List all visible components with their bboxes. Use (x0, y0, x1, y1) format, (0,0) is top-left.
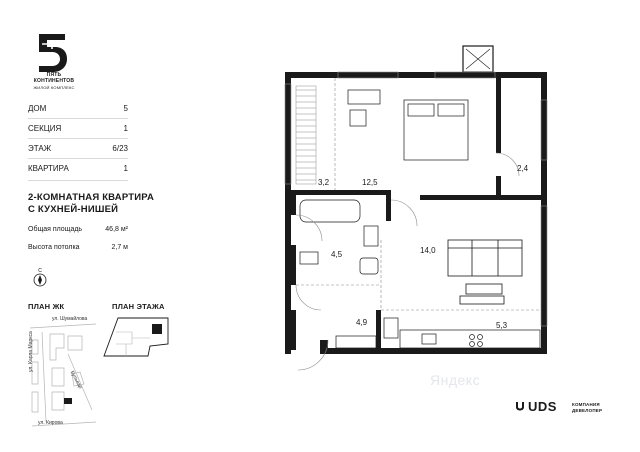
floor-plan-walls (285, 72, 547, 354)
kitchen-fixtures (335, 317, 541, 349)
complex-logo (22, 30, 82, 90)
apartment-title: 2-КОМНАТНАЯ КВАРТИРА С КУХНЕЙ-НИШЕЙ (28, 192, 154, 216)
watermark: Яндекс (430, 372, 481, 388)
developer-subtitle-line2: ДЕВЕЛОПЕР (572, 408, 603, 413)
divider (28, 118, 128, 119)
bathroom-fixtures (299, 199, 379, 275)
bedroom-furniture (347, 89, 469, 161)
divider (28, 138, 128, 139)
building-marker (64, 398, 72, 404)
spec-row-house: ДОМ 5 (28, 104, 128, 113)
spec-value: 5 (123, 104, 128, 113)
developer-subtitle-line1: КОМПАНИЯ (572, 402, 600, 407)
spec-label: КВАРТИРА (28, 164, 69, 173)
apartment-marker (152, 324, 162, 334)
wardrobe (295, 85, 317, 185)
room-area-label: 2,4 (517, 164, 529, 173)
door-swings (295, 152, 520, 371)
spec-label: ЭТАЖ (28, 144, 52, 153)
divider (28, 180, 128, 181)
street-label: ул. Шумайлова (52, 316, 88, 322)
room-area-label: 3,2 (318, 178, 330, 187)
total-area-label: Общая площадь (28, 226, 83, 233)
spec-label: СЕКЦИЯ (28, 124, 62, 133)
complex-name-line1: ПЯТЬ (46, 72, 62, 78)
site-plan-label: ПЛАН ЖК (28, 302, 65, 311)
compass-letter: С (38, 268, 42, 274)
floor-plan-label: ПЛАН ЭТАЖА (112, 302, 165, 311)
complex-name-line3: ЖИЛОЙ КОМПЛЕКС (33, 85, 75, 90)
complex-name-line2: КОНТИНЕНТОВ (33, 78, 75, 84)
site-plan-map (29, 323, 97, 427)
ceiling-height-label: Высота потолка (28, 244, 80, 251)
street-label: ул. Карла Маркса (28, 331, 34, 372)
room-area-label: 12,5 (362, 178, 378, 187)
compass: С (30, 268, 50, 288)
ceiling-height-row: Высота потолка 2,7 м (28, 244, 128, 251)
five-continents-logo-icon (39, 34, 67, 72)
spec-row-apartment: КВАРТИРА 1 (28, 164, 128, 173)
room-area-label: 4,9 (356, 318, 368, 327)
spec-value: 1 (123, 164, 128, 173)
room-area-label: 5,3 (496, 321, 508, 330)
spec-row-floor: ЭТАЖ 6/23 (28, 144, 128, 153)
apartment-title-line1: 2-КОМНАТНАЯ КВАРТИРА (28, 192, 155, 203)
spec-value: 6/23 (112, 144, 128, 153)
developer-logo-icon (516, 402, 524, 411)
spec-value: 1 (123, 124, 128, 133)
spec-label: ДОМ (28, 104, 47, 113)
floor-key-plan (103, 317, 169, 357)
apartment-title-line2: С КУХНЕЙ-НИШЕЙ (28, 204, 119, 215)
ceiling-height-value: 2,7 м (111, 244, 129, 251)
room-area-label: 4,5 (331, 250, 343, 259)
developer-name: UDS (528, 399, 557, 414)
spec-row-section: СЕКЦИЯ 1 (28, 124, 128, 133)
divider (28, 158, 128, 159)
total-area-row: Общая площадь 46,8 м² (28, 226, 128, 233)
street-label: ул. Кирова (38, 420, 63, 426)
room-area-label: 14,0 (420, 246, 436, 255)
compass-icon: С (33, 268, 47, 287)
floor-plan (284, 45, 548, 371)
total-area-value: 46,8 м² (105, 226, 128, 233)
living-furniture (447, 239, 523, 305)
